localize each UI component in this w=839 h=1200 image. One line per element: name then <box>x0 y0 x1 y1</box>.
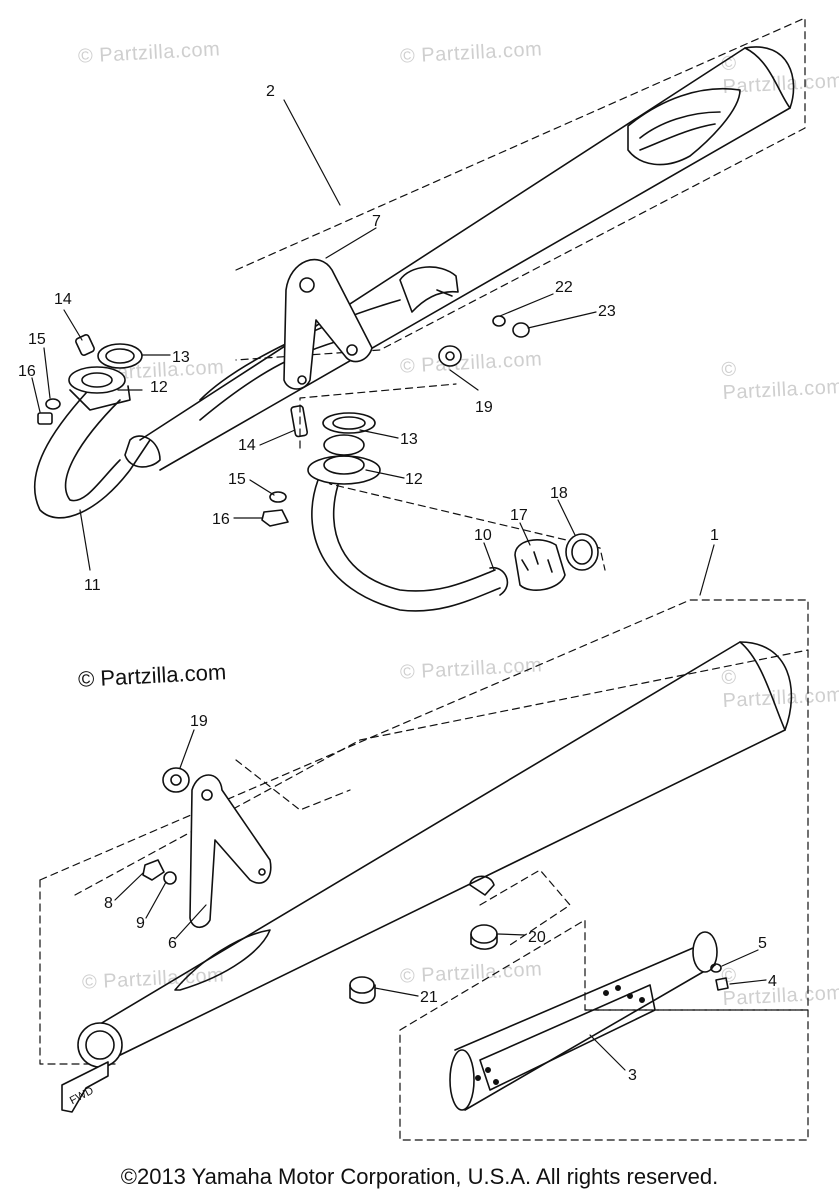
callout-12-left: 12 <box>150 379 168 396</box>
callout-5: 5 <box>758 935 767 952</box>
upper-muffler-heatshield <box>627 87 741 166</box>
upper-muffler-body <box>139 46 795 471</box>
callout-16-right: 16 <box>212 511 230 528</box>
callout-1: 1 <box>710 527 719 544</box>
exhaust-pipe-10 <box>311 479 501 612</box>
callout-7: 7 <box>372 213 381 230</box>
callout-20: 20 <box>528 929 546 946</box>
copyright-notice: ©2013 Yamaha Motor Corporation, U.S.A. A… <box>120 1164 719 1189</box>
dashed-box-2 <box>235 17 806 361</box>
callout-19-lower: 19 <box>190 713 208 730</box>
dashed-box-1 <box>39 599 809 1011</box>
callout-11: 11 <box>84 577 101 594</box>
callout-12-right: 12 <box>405 471 423 488</box>
callout-21: 21 <box>420 989 438 1006</box>
callout-13-right: 13 <box>400 431 418 448</box>
callout-19-upper: 19 <box>475 399 493 416</box>
callout-4: 4 <box>768 973 777 990</box>
callout-8: 8 <box>104 895 113 912</box>
bracket-6 <box>189 774 272 929</box>
bracket-7 <box>283 258 373 390</box>
lower-muffler-body <box>89 641 793 1061</box>
fwd-arrow <box>61 1061 109 1113</box>
dashed-box-12 <box>299 383 457 449</box>
callout-6: 6 <box>168 935 177 952</box>
callout-14-left: 14 <box>54 291 72 308</box>
callout-17: 17 <box>510 507 528 524</box>
callout-9: 9 <box>136 915 145 932</box>
dashed-box-10 <box>319 469 606 571</box>
callout-14-right: 14 <box>238 437 256 454</box>
callout-16-left: 16 <box>18 363 36 380</box>
callout-23: 23 <box>598 303 616 320</box>
callout-22: 22 <box>555 279 573 296</box>
baffle-tube-3 <box>454 944 716 1111</box>
callout-15-left: 15 <box>28 331 46 348</box>
callout-15-right: 15 <box>228 471 246 488</box>
callout-13-left: 13 <box>172 349 190 366</box>
upper-muffler-tip <box>744 47 791 109</box>
callout-10: 10 <box>474 527 492 544</box>
callout-2: 2 <box>266 83 275 100</box>
exhaust-pipe-11 <box>34 379 151 519</box>
callout-18: 18 <box>550 485 568 502</box>
callout-3: 3 <box>628 1067 637 1084</box>
